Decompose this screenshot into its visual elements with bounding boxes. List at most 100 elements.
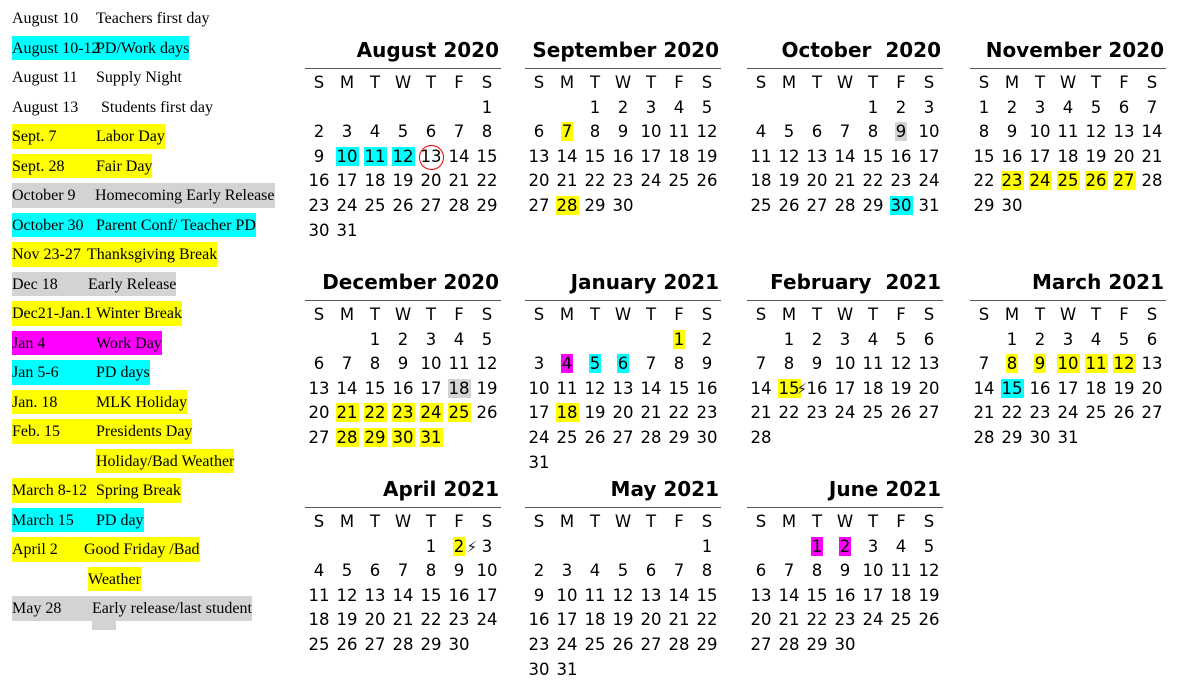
weekday-header: T: [645, 305, 657, 324]
day-cell: 18: [887, 584, 915, 609]
empty-cell: [665, 535, 693, 560]
day-cell: 3: [831, 328, 859, 353]
legend-date: Jan 4: [12, 334, 46, 352]
day-number: 2: [452, 536, 466, 556]
day-number: 20: [1113, 146, 1135, 166]
weekday-header: T: [811, 73, 823, 92]
day-cell: 13: [747, 584, 775, 609]
day-number: 3: [839, 329, 851, 349]
empty-cell: [637, 328, 665, 353]
day-number: 5: [341, 561, 353, 581]
day-cell: 13: [609, 377, 637, 402]
day-cell: 24: [637, 169, 665, 194]
day-cell: 2: [1026, 328, 1054, 353]
day-number: 7: [978, 354, 990, 374]
day-number: 25: [364, 195, 386, 215]
empty-cell: [747, 328, 775, 353]
day-cell: 7: [637, 352, 665, 377]
day-number: 12: [612, 585, 634, 605]
day-cell: 4: [445, 328, 473, 353]
legend-event: Work Day: [96, 334, 162, 352]
weekday-header: W: [836, 305, 854, 324]
day-number: 15: [696, 585, 718, 605]
day-cell: 6: [747, 559, 775, 584]
day-number: 10: [420, 354, 442, 374]
day-number: 17: [476, 585, 498, 605]
day-cell: 15: [581, 145, 609, 170]
day-cell: 25: [445, 401, 473, 426]
day-number: 8: [425, 561, 437, 581]
day-number: 24: [918, 171, 940, 191]
day-cell: 23: [831, 608, 859, 633]
day-cell: 6: [1110, 96, 1138, 121]
day-cell: 18: [859, 377, 887, 402]
day-cell: 3: [859, 535, 887, 560]
day-number: 17: [640, 146, 662, 166]
day-cell: 4: [859, 328, 887, 353]
day-cell: 25: [665, 169, 693, 194]
day-number: 28: [392, 634, 414, 654]
day-cell: 5: [693, 96, 721, 121]
day-cell: 17: [525, 401, 553, 426]
day-cell: 28: [665, 633, 693, 658]
day-cell: 25: [747, 194, 775, 219]
day-number: 23: [528, 634, 550, 654]
legend-date: March 15: [12, 511, 74, 529]
day-number: 26: [476, 403, 498, 423]
day-cell: 6: [525, 120, 553, 145]
empty-cell: [445, 96, 473, 121]
day-number: 17: [1057, 378, 1079, 398]
day-cell: 11: [581, 584, 609, 609]
weekday-header: W: [1059, 305, 1077, 324]
day-cell: 3: [915, 96, 943, 121]
day-cell: 3: [473, 535, 501, 560]
day-cell: 31: [553, 658, 581, 682]
day-number: 13: [308, 378, 330, 398]
day-cell: 16: [389, 377, 417, 402]
day-cell: 26: [1110, 401, 1138, 426]
day-cell: 6: [803, 120, 831, 145]
day-number: 22: [420, 610, 442, 630]
legend-event: Holiday/Bad Weather: [96, 452, 235, 470]
day-number: 11: [584, 585, 606, 605]
legend-date: August 11: [12, 69, 78, 86]
day-cell: 3: [525, 352, 553, 377]
month-title: January 2021: [525, 270, 721, 301]
day-number: 7: [755, 354, 767, 374]
day-number: 25: [447, 403, 471, 423]
day-number: 5: [397, 122, 409, 142]
day-cell: 2: [389, 328, 417, 353]
day-cell: 2: [803, 328, 831, 353]
day-number: 9: [1033, 354, 1047, 374]
day-number: 27: [806, 195, 828, 215]
day-number: 25: [890, 610, 912, 630]
month-title: December 2020: [305, 270, 501, 301]
day-cell: 23: [389, 401, 417, 426]
day-number: 3: [645, 97, 657, 117]
weekday-header: T: [369, 512, 381, 531]
day-number: 27: [640, 634, 662, 654]
day-cell: 25: [553, 426, 581, 451]
day-number: 23: [448, 610, 470, 630]
day-number: 10: [834, 354, 856, 374]
empty-cell: [305, 535, 333, 560]
weekday-header: S: [755, 73, 767, 92]
day-number: 21: [750, 403, 772, 423]
day-cell: 24: [525, 426, 553, 451]
day-number: 21: [640, 403, 662, 423]
day-number: 17: [556, 610, 578, 630]
day-cell: 29: [970, 194, 998, 219]
day-number: 19: [584, 403, 606, 423]
day-number: 1: [425, 536, 437, 556]
weekday-header: S: [313, 73, 325, 92]
day-cell: 14: [637, 377, 665, 402]
day-number: 31: [419, 427, 443, 447]
day-number: 1: [369, 329, 381, 349]
day-number: 12: [778, 146, 800, 166]
day-cell: 19: [609, 608, 637, 633]
day-number: 11: [308, 585, 330, 605]
day-cell: 17: [553, 608, 581, 633]
